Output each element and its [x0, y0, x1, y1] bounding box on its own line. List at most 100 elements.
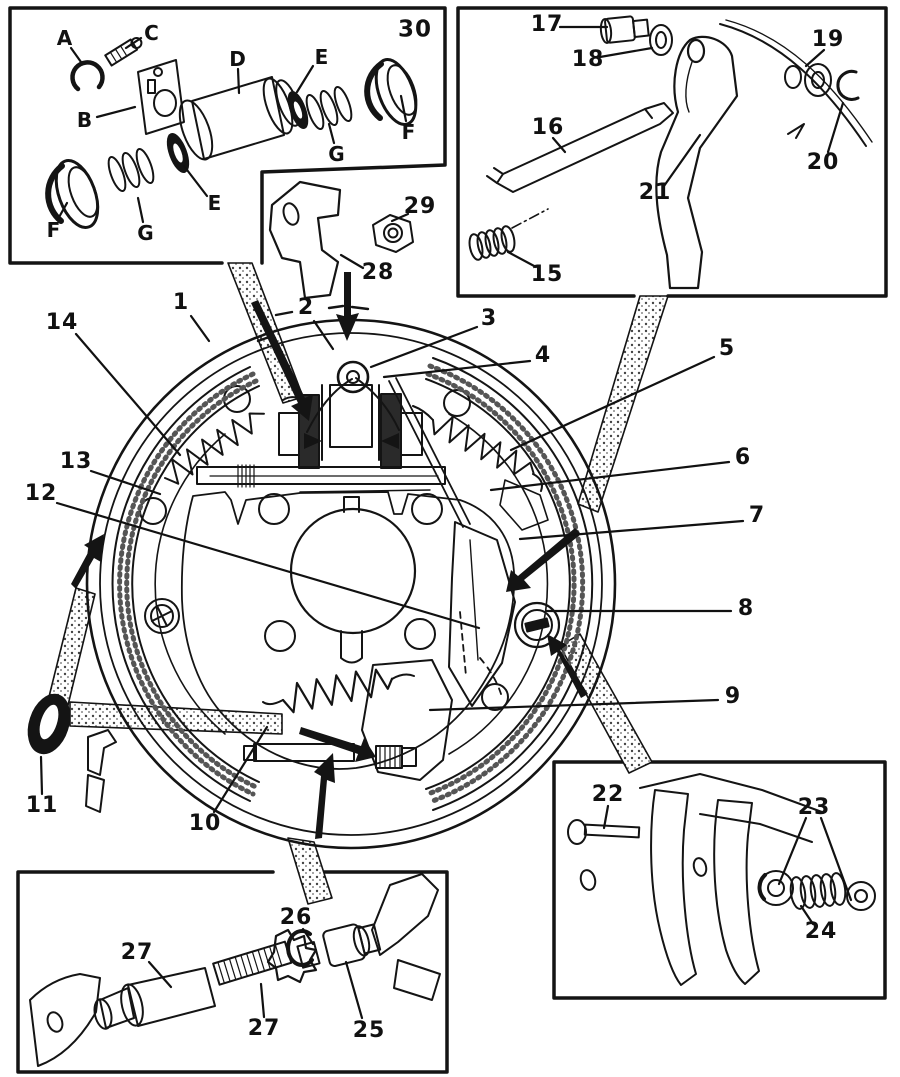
arrow-piston-left — [304, 433, 322, 449]
hub-tab — [341, 631, 362, 663]
leader-line-3 — [371, 327, 477, 367]
shoe-hole — [444, 390, 470, 416]
leader-line-24 — [801, 906, 813, 924]
leader-line-G — [138, 198, 143, 222]
leader-line-25 — [346, 962, 362, 1018]
leader-line-18 — [600, 48, 652, 57]
pointer-ribbons — [40, 263, 668, 904]
leader-line-F — [58, 203, 67, 219]
seal-e-upper — [285, 90, 311, 130]
lever-21 — [656, 37, 737, 288]
ribbon-to-adjuster-box — [288, 838, 332, 904]
leader-line-19 — [806, 50, 824, 66]
arrow-piston-right — [381, 433, 399, 449]
arrow-to-anchor — [251, 300, 313, 421]
strut-16 — [487, 103, 673, 192]
cable-rod — [720, 20, 872, 146]
leader-line-27 — [261, 984, 264, 1017]
clip-20 — [838, 71, 858, 99]
leader-line-6 — [491, 462, 729, 490]
callout-leader-lines — [41, 27, 851, 1018]
anchor-guide-bar — [197, 465, 445, 492]
backing-plate — [87, 320, 615, 848]
cable-bracket — [88, 730, 116, 775]
leader-line-22 — [604, 806, 608, 828]
leader-line-9 — [430, 700, 718, 710]
leader-line-27 — [149, 962, 171, 987]
leader-line-15 — [508, 252, 536, 267]
arrow-to-washer — [547, 634, 588, 698]
hold-down-box — [554, 762, 885, 998]
washer-18 — [650, 25, 672, 55]
retainer-washer-23 — [847, 882, 875, 910]
plate-hole — [482, 684, 508, 710]
bushings-19 — [785, 64, 831, 96]
leader-line-10 — [214, 727, 267, 812]
star-wheel — [268, 930, 320, 982]
leader-line-A — [71, 48, 81, 62]
seal-e-lower — [164, 131, 193, 174]
leader-line-20 — [828, 103, 843, 152]
leader-line-21 — [664, 135, 700, 186]
leader-line-C — [126, 38, 141, 48]
leader-line-B — [97, 107, 135, 117]
shoe-fragment — [30, 974, 100, 1066]
bleeder-screw-c — [105, 35, 144, 65]
leader-line-13 — [91, 471, 160, 494]
clevis-pin-17 — [600, 15, 649, 44]
arrow-down-install — [336, 272, 359, 341]
arrow-to-lever — [506, 528, 581, 592]
piston-g-upper — [303, 85, 355, 131]
hold-down-spring-24 — [789, 872, 847, 910]
hub-hole — [291, 509, 415, 633]
wheel-cylinder-parts — [48, 35, 423, 233]
leader-line-16 — [553, 138, 565, 152]
bolt-hole — [412, 494, 442, 524]
leader-line-5 — [511, 357, 714, 450]
plate-screw — [145, 599, 179, 633]
spring-end-15 — [467, 209, 548, 261]
bolt-hole — [259, 494, 289, 524]
brake-shoe-left — [113, 367, 259, 801]
adjuster-lever-28 — [270, 182, 340, 298]
leader-line-E — [184, 166, 207, 196]
leader-line-1 — [191, 316, 209, 341]
ribbon-cable-horizontal — [70, 702, 282, 734]
adjuster-lever-detail-parts — [270, 182, 413, 298]
end-cap-f-lower — [48, 155, 106, 233]
lock-nut-29 — [373, 215, 413, 252]
leader-line-11 — [41, 757, 42, 794]
wheel-cylinder — [279, 385, 422, 468]
direction-arrows — [71, 272, 588, 839]
hub-notch — [344, 497, 359, 512]
leader-line-23 — [779, 818, 806, 884]
inset-frames — [10, 8, 886, 1072]
parking-cable — [22, 690, 116, 812]
hold-down-pin-22 — [568, 820, 639, 844]
arrow-up-adjuster — [314, 753, 335, 839]
ribbon-to-lever — [578, 296, 668, 512]
adjuster-screw-box — [18, 872, 447, 1072]
hold-down-washer — [515, 603, 559, 647]
bolt-hole — [405, 619, 435, 649]
pivot-nut-25 — [322, 920, 381, 968]
leader-line-14 — [76, 334, 180, 455]
shoe-web-fragments — [640, 774, 822, 985]
adjuster-screw-parts — [30, 874, 440, 1066]
wheel-cylinder-box — [10, 8, 445, 263]
leader-line-G — [329, 124, 334, 143]
plate-fragment-right — [372, 874, 440, 1000]
piston-g-lower — [105, 147, 157, 193]
return-spring-lower — [280, 665, 394, 714]
anchor-pin-and-springs — [158, 362, 542, 527]
plate-hole — [140, 498, 166, 524]
leader-line-2 — [314, 321, 333, 349]
leader-line-23 — [821, 818, 851, 900]
hold-down-parts — [568, 774, 875, 985]
gasket-plate-b — [138, 60, 184, 134]
arrow-to-screw — [299, 727, 376, 762]
c-washer-26 — [288, 931, 312, 965]
arrow-to-rim — [71, 534, 104, 589]
